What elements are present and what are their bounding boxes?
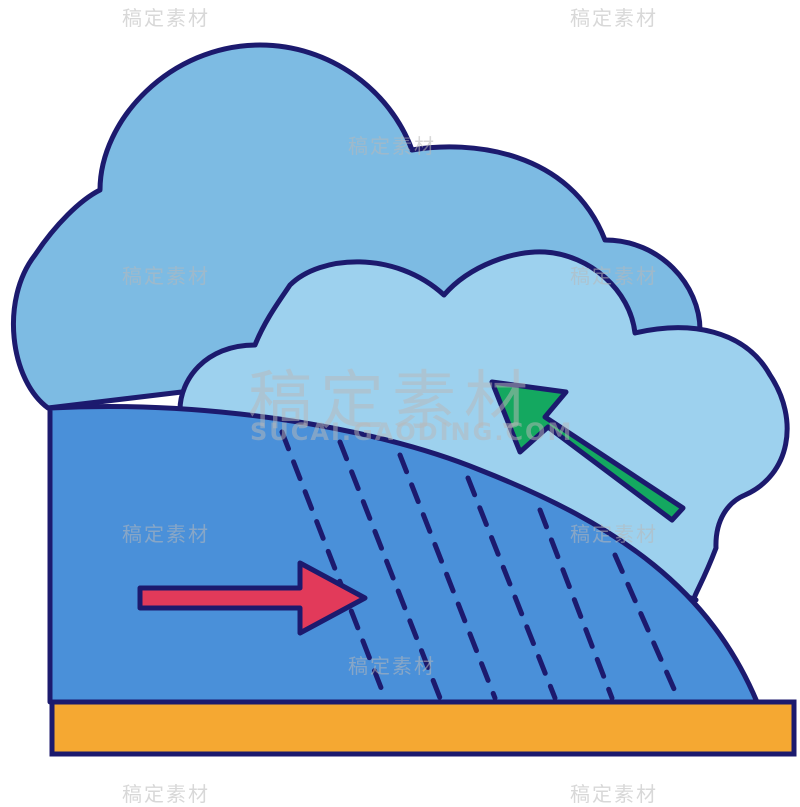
- rain-dash-line: [537, 507, 615, 701]
- rain-dash-line: [279, 429, 388, 701]
- rain-dash-line: [612, 552, 681, 701]
- ground-icon: [49, 699, 797, 757]
- rain-dash-line: [465, 475, 558, 701]
- air-mass-icon: [47, 404, 760, 705]
- rain-dash-line: [337, 439, 443, 701]
- rain-icon: [279, 429, 681, 701]
- rising-air-arrow-icon: [489, 379, 686, 523]
- rain-dash-line: [397, 452, 498, 701]
- cloud-front-icon: [177, 249, 790, 603]
- wind-right-arrow-icon: [137, 560, 368, 636]
